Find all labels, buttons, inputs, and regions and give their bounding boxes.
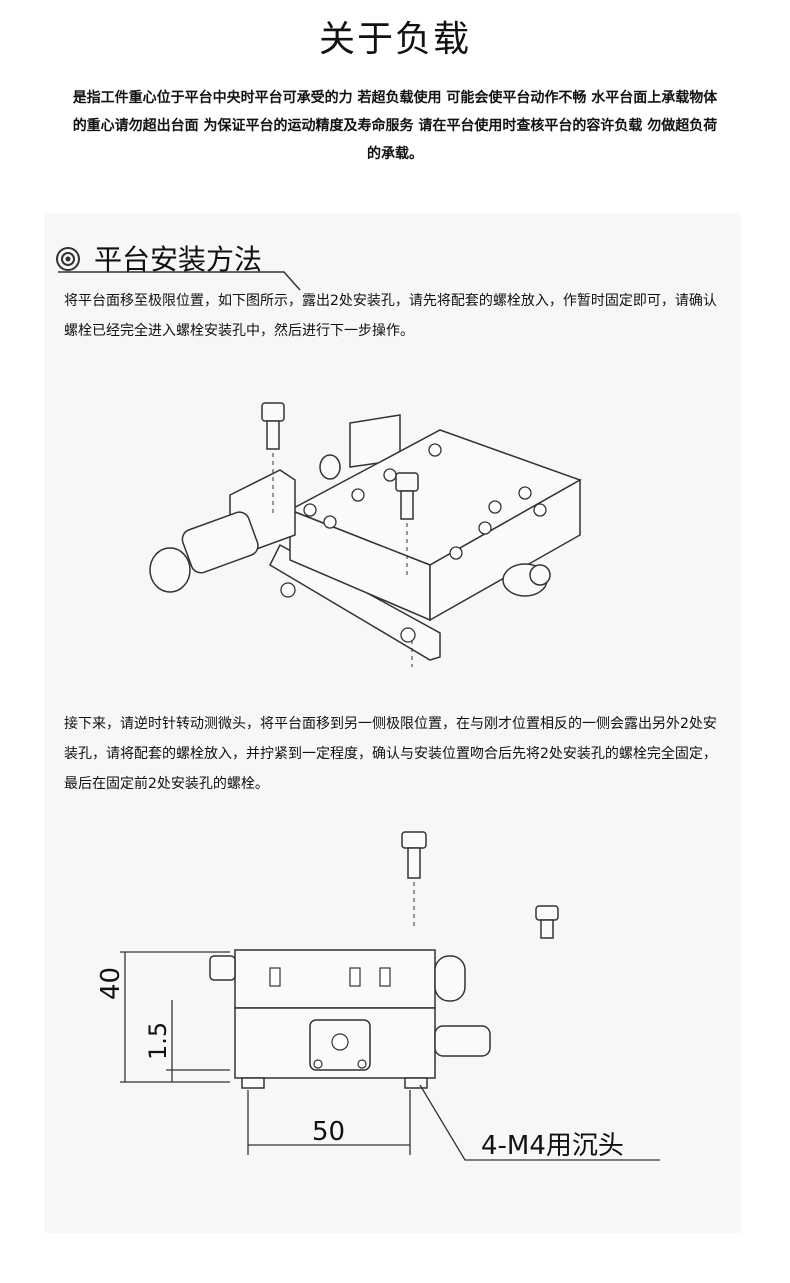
dimension-width-label: 50: [312, 1117, 346, 1147]
dimension-offset-label: 1.5: [144, 1021, 172, 1060]
dimension-height-label: 40: [96, 966, 126, 1000]
section-underline: [58, 271, 301, 291]
section-title: 平台安装方法: [94, 243, 263, 276]
hole-callout-label: 4-M4用沉头: [481, 1131, 624, 1161]
stage-isometric-illustration: [149, 402, 582, 667]
stage-dimension-drawing: [120, 831, 660, 1161]
install-step-1-text: 将平台面移至极限位置，如下图所示，露出2处安装孔，请先将配套的螺栓放入，作暂时固…: [64, 293, 717, 339]
target-bullet-icon: [56, 247, 80, 271]
install-step-2-text: 接下来，请逆时针转动测微头，将平台面移到另一侧极限位置，在与刚才位置相反的一侧会…: [64, 716, 717, 792]
section-header: 平台安装方法: [54, 236, 314, 291]
intro-paragraph: 是指工件重心位于平台中央时平台可承受的力 若超负载使用 可能会使平台动作不畅 水…: [72, 90, 718, 162]
page-title: 关于负载: [318, 19, 471, 60]
